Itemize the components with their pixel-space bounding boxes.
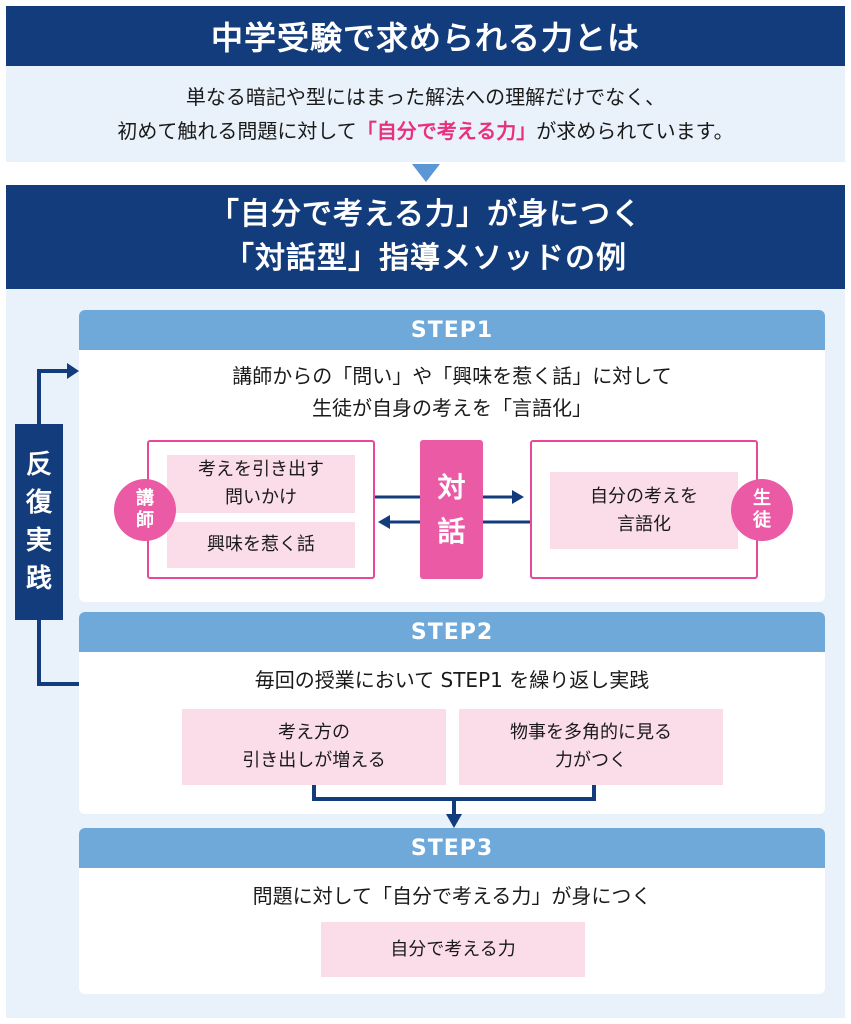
- intro-line-2-post: が求められています。: [536, 119, 734, 143]
- method-title: 「自分で考える力」が身につく 「対話型」指導メソッドの例: [6, 185, 845, 289]
- step3-label: STEP3: [79, 828, 825, 868]
- step2-title: 毎回の授業において STEP1 を繰り返し実践: [254, 668, 650, 692]
- step2-box-2-line: 物事を多角的に見る: [510, 722, 672, 743]
- verbalize-line: 言語化: [617, 513, 671, 535]
- step2-box-1-line: 考え方の: [278, 722, 350, 743]
- student-char: 徒: [753, 510, 771, 531]
- question-line: 考えを引き出す: [198, 459, 324, 480]
- dialog-char: 話: [437, 514, 466, 548]
- teacher-circle: 講 師: [114, 479, 176, 541]
- question-line: 問いかけ: [225, 487, 297, 508]
- merge-arrowhead-icon: [446, 814, 462, 828]
- repeat-char: 反: [25, 450, 52, 480]
- student-char: 生: [753, 488, 771, 509]
- intro-line-2-pre: 初めて触れる問題に対して: [117, 119, 357, 143]
- step2-label: STEP2: [79, 612, 825, 652]
- teacher-char: 師: [136, 510, 154, 531]
- step1-label: STEP1: [79, 310, 825, 350]
- intro-text: 単なる暗記や型にはまった解法への理解だけでなく、 初めて触れる問題に対して「自分…: [6, 66, 845, 162]
- down-arrow-icon: [412, 164, 440, 182]
- intro-line-1: 単なる暗記や型にはまった解法への理解だけでなく、: [185, 85, 666, 109]
- student-circle: 生 徒: [731, 479, 793, 541]
- step1-title: 講師からの「問い」や「興味を惹く話」に対して 生徒が自身の考えを「言語化」: [79, 360, 825, 424]
- repeat-char: 復: [25, 488, 52, 518]
- repeat-char: 実: [25, 526, 52, 556]
- interest-box: 興味を惹く話: [167, 522, 355, 568]
- left-arrow-icon: [378, 515, 390, 529]
- intro-highlight: 「自分で考える力」: [356, 119, 537, 143]
- right-arrow-icon: [512, 490, 524, 504]
- dialog-char: 対: [437, 470, 466, 504]
- teacher-char: 講: [136, 488, 154, 509]
- dialog-box: 対 話: [420, 440, 483, 579]
- loop-arrowhead-icon: [67, 363, 79, 379]
- question-box: 考えを引き出す 問いかけ: [167, 455, 355, 513]
- verbalize-box: 自分の考えを 言語化: [550, 472, 738, 549]
- repeat-practice-label: 反 復 実 践: [15, 424, 63, 620]
- step1-title-line-2: 生徒が自身の考えを「言語化」: [312, 396, 592, 420]
- step3-box: 自分で考える力: [321, 922, 585, 977]
- repeat-char: 践: [25, 564, 52, 594]
- intro-line-2: 初めて触れる問題に対して「自分で考える力」が求められています。: [117, 114, 733, 148]
- verbalize-line: 自分の考えを: [590, 485, 698, 507]
- main-title: 中学受験で求められる力とは: [6, 6, 845, 66]
- step2-box-2-line: 力がつく: [555, 750, 627, 771]
- step2-box-1-line: 引き出しが増える: [242, 750, 386, 771]
- method-title-line-1: 「自分で考える力」が身につく: [208, 197, 643, 232]
- method-title-line-2: 「対話型」指導メソッドの例: [224, 241, 627, 276]
- step2-box-1: 考え方の 引き出しが増える: [182, 709, 446, 785]
- step1-title-line-1: 講師からの「問い」や「興味を惹く話」に対して: [232, 364, 672, 388]
- step2-box-2: 物事を多角的に見る 力がつく: [459, 709, 723, 785]
- step3-title: 問題に対して「自分で考える力」が身につく: [252, 884, 652, 908]
